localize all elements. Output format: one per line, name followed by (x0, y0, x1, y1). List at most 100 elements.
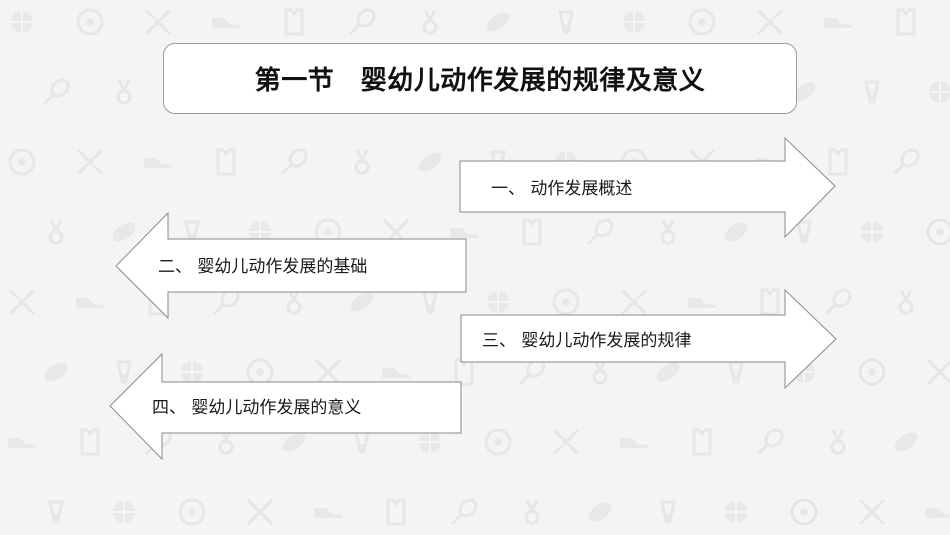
rugby-ball-icon (486, 12, 510, 32)
sports-ball-icon (181, 361, 203, 383)
rugby-ball-icon (656, 362, 680, 382)
medal-icon (660, 219, 676, 245)
arrow-section-3[interactable] (460, 288, 837, 390)
soccer-ball-icon (8, 148, 36, 176)
section-3-label[interactable]: 三、 婴幼儿动作发展的规律 (482, 331, 692, 351)
jersey-icon (828, 148, 848, 176)
soccer-ball-icon (688, 8, 716, 36)
rugby-ball-icon (588, 502, 612, 522)
sports-ball-icon (623, 11, 645, 33)
jersey-icon (80, 428, 100, 456)
page-title: 第一节 婴幼儿动作发展的规律及意义 (254, 66, 706, 96)
sneaker-icon (620, 438, 648, 448)
medal-icon (48, 219, 64, 245)
sneaker-icon (824, 18, 852, 28)
shuttlecock-icon (728, 360, 744, 384)
medal-icon (592, 359, 608, 385)
title-box: 第一节 婴幼儿动作发展的规律及意义 (163, 43, 797, 114)
soccer-ball-icon (76, 8, 104, 36)
rugby-ball-icon (282, 432, 306, 452)
medal-icon (422, 9, 438, 35)
rugby-ball-icon (792, 82, 816, 102)
rugby-ball-icon (44, 362, 68, 382)
rugby-ball-icon (112, 222, 136, 242)
medal-icon (524, 499, 540, 525)
shuttlecock-icon (116, 360, 132, 384)
sports-ball-icon (11, 11, 33, 33)
shuttlecock-icon (422, 290, 438, 314)
medal-icon (898, 289, 914, 315)
sneaker-icon (144, 158, 172, 168)
jersey-icon (522, 218, 542, 246)
medal-icon (116, 79, 132, 105)
section-2-label[interactable]: 二、 婴幼儿动作发展的基础 (158, 257, 368, 277)
soccer-ball-icon (552, 288, 580, 316)
crossed-tools-icon (926, 358, 950, 386)
medal-icon (830, 429, 846, 455)
sneaker-icon (314, 508, 342, 518)
soccer-ball-icon (484, 428, 512, 456)
sports-ball-icon (113, 501, 135, 523)
tennis-racket-icon (348, 8, 376, 36)
soccer-ball-icon (858, 358, 886, 386)
soccer-ball-icon (790, 498, 818, 526)
sports-ball-icon (725, 501, 747, 523)
jersey-icon (454, 358, 474, 386)
jersey-icon (692, 428, 712, 456)
crossed-tools-icon (552, 428, 580, 456)
shuttlecock-icon (796, 220, 812, 244)
shuttlecock-icon (354, 430, 370, 454)
sneaker-icon (688, 298, 716, 308)
crossed-tools-icon (8, 288, 36, 316)
tennis-racket-icon (42, 78, 70, 106)
arrow-section-4[interactable] (109, 352, 462, 461)
soccer-ball-icon (178, 498, 206, 526)
tennis-racket-icon (892, 148, 920, 176)
sneaker-icon (212, 18, 240, 28)
rugby-ball-icon (350, 292, 374, 312)
jersey-icon (284, 8, 304, 36)
tennis-racket-icon (450, 498, 478, 526)
shuttlecock-icon (558, 10, 574, 34)
jersey-icon (760, 288, 780, 316)
shuttlecock-icon (864, 80, 880, 104)
sports-ball-icon (929, 81, 950, 103)
crossed-tools-icon (144, 8, 172, 36)
crossed-tools-icon (858, 498, 886, 526)
tennis-racket-icon (280, 148, 308, 176)
sports-ball-icon (861, 221, 883, 243)
sneaker-icon (450, 228, 478, 238)
medal-icon (286, 289, 302, 315)
jersey-icon (216, 148, 236, 176)
tennis-racket-icon (824, 288, 852, 316)
arrow-section-2[interactable] (115, 211, 467, 320)
rugby-ball-icon (724, 222, 748, 242)
tennis-racket-icon (586, 218, 614, 246)
shuttlecock-icon (48, 500, 64, 524)
crossed-tools-icon (314, 358, 342, 386)
sneaker-icon (8, 438, 36, 448)
rugby-ball-icon (418, 152, 442, 172)
sports-ball-icon (487, 291, 509, 313)
medal-icon (354, 149, 370, 175)
sneaker-icon (926, 508, 950, 518)
section-4-label[interactable]: 四、 婴幼儿动作发展的意义 (152, 398, 362, 418)
rugby-ball-icon (894, 432, 918, 452)
jersey-icon (386, 498, 406, 526)
sneaker-icon (76, 298, 104, 308)
soccer-ball-icon (926, 218, 950, 246)
crossed-tools-icon (756, 8, 784, 36)
crossed-tools-icon (76, 148, 104, 176)
tennis-racket-icon (756, 428, 784, 456)
crossed-tools-icon (620, 288, 648, 316)
jersey-icon (896, 8, 916, 36)
crossed-tools-icon (246, 498, 274, 526)
section-1-label[interactable]: 一、 动作发展概述 (491, 179, 633, 199)
arrow-section-1[interactable] (459, 136, 836, 239)
sneaker-icon (382, 368, 410, 378)
shuttlecock-icon (660, 500, 676, 524)
sports-ball-icon (419, 431, 441, 453)
soccer-ball-icon (246, 358, 274, 386)
